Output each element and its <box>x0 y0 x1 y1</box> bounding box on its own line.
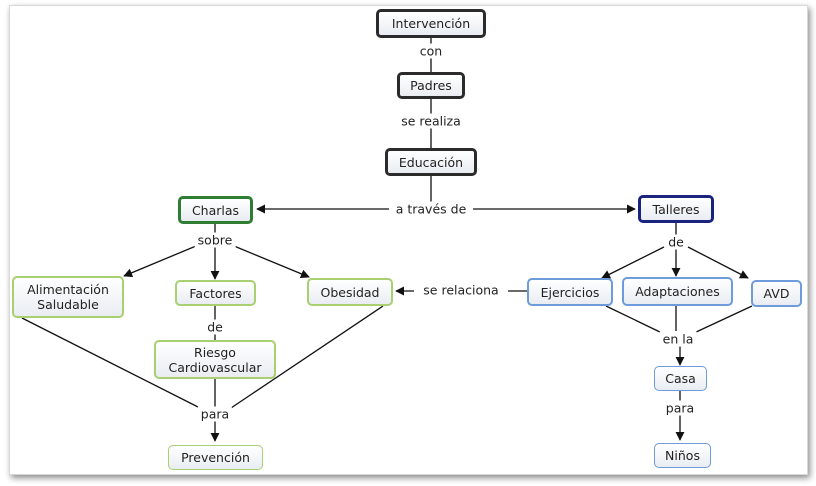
concept-label: Prevención <box>181 450 250 465</box>
concept-label: Adaptaciones <box>635 284 720 299</box>
concept-label-line1: Riesgo <box>194 344 236 360</box>
concept-label: Educación <box>398 154 464 170</box>
concept-label: Ejercicios <box>540 284 600 300</box>
concept-label-line2: Cardiovascular <box>168 359 262 375</box>
edge-ejercicios-enla <box>605 305 663 334</box>
link-para-prevencion: para <box>197 406 233 422</box>
concept-avd[interactable]: AVD <box>751 280 802 307</box>
link-de-talleres: de <box>665 234 687 250</box>
link-sobre: sobre <box>194 232 236 248</box>
concept-label: Factores <box>189 285 242 301</box>
concept-educacion[interactable]: Educación <box>385 148 477 176</box>
concept-factores[interactable]: Factores <box>175 280 256 306</box>
concept-label: AVD <box>763 286 790 301</box>
link-en-la: en la <box>659 331 697 347</box>
concept-label: Obesidad <box>320 284 380 300</box>
concept-label-line2: Saludable <box>37 297 99 312</box>
concept-casa[interactable]: Casa <box>654 366 707 391</box>
concept-label: Intervención <box>391 16 471 31</box>
concept-label: Padres <box>410 78 452 93</box>
edge-obesidad-para <box>230 305 384 409</box>
link-para-ninos: para <box>662 400 698 416</box>
concept-padres[interactable]: Padres <box>397 72 465 99</box>
concept-ninos[interactable]: Niños <box>654 443 711 468</box>
link-a-traves-de: a través de <box>392 201 470 217</box>
link-se-relaciona: se relaciona <box>420 282 502 298</box>
concept-charlas[interactable]: Charlas <box>178 196 253 224</box>
concept-prevencion[interactable]: Prevención <box>168 445 263 470</box>
concept-obesidad[interactable]: Obesidad <box>307 278 393 306</box>
concept-riesgo-cardiovascular[interactable]: Riesgo Cardiovascular <box>154 340 276 379</box>
link-con: con <box>416 43 446 59</box>
concept-ejercicios[interactable]: Ejercicios <box>527 278 613 306</box>
edge-sobre-alimentacion <box>123 245 197 278</box>
edge-alimentacion-para <box>21 317 201 409</box>
concept-label: Casa <box>665 371 696 386</box>
concept-talleres[interactable]: Talleres <box>638 195 714 223</box>
concept-adaptaciones[interactable]: Adaptaciones <box>622 277 733 306</box>
concept-alimentacion-saludable[interactable]: Alimentación Saludable <box>12 276 124 318</box>
link-de-factores: de <box>204 319 226 335</box>
edge-sobre-obesidad <box>233 245 310 279</box>
concept-label: Niños <box>665 448 700 463</box>
concept-label: Charlas <box>191 202 240 218</box>
concept-intervencion[interactable]: Intervención <box>376 9 486 38</box>
concept-label-line1: Alimentación <box>27 282 109 297</box>
edge-de-avd <box>687 246 749 279</box>
edge-avd-enla <box>693 305 753 334</box>
concept-label: Talleres <box>652 201 700 217</box>
edge-de-ejercicios <box>601 246 665 279</box>
link-se-realiza: se realiza <box>398 113 464 129</box>
